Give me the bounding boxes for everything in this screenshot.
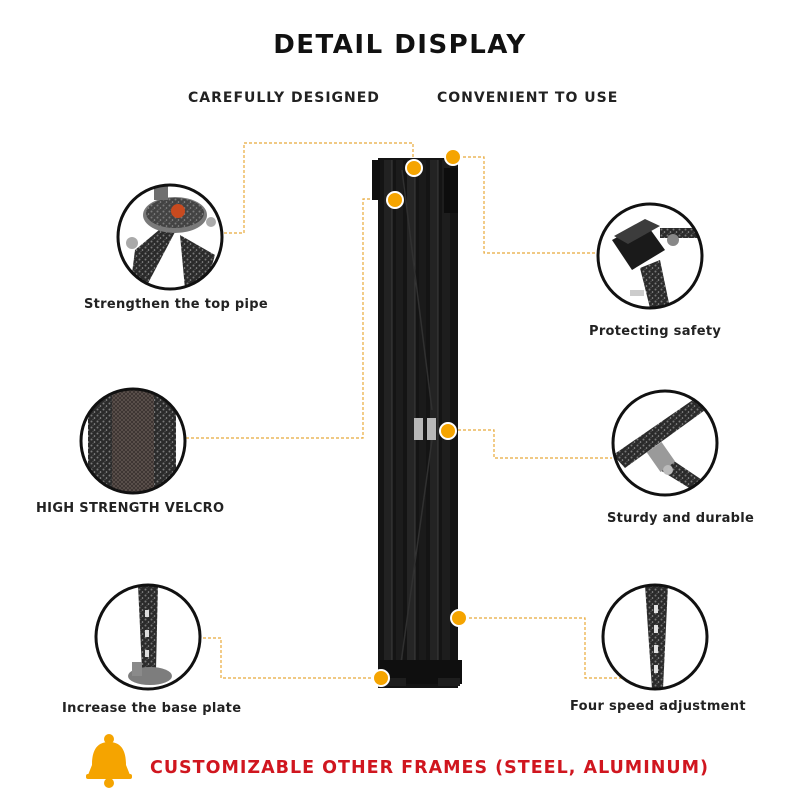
callout-dot: [450, 609, 468, 627]
subtitle-left: CAREFULLY DESIGNED: [188, 90, 380, 106]
leader-line-four-speed: [459, 617, 655, 679]
callout-dots: [372, 148, 468, 687]
caption-base-plate: Increase the base plate: [62, 701, 242, 716]
caption-velcro: HIGH STRENGTH VELCRO: [36, 501, 225, 516]
subtitle-right: CONVENIENT TO USE: [437, 90, 619, 106]
detail-image-velcro: [79, 387, 187, 495]
detail-image-four-speed: [601, 583, 709, 691]
callout-dot: [386, 191, 404, 209]
bell-icon: [86, 734, 132, 788]
caption-four-speed: Four speed adjustment: [570, 699, 746, 714]
callout-dot: [372, 669, 390, 687]
callout-dot: [444, 148, 462, 166]
footer-text: CUSTOMIZABLE OTHER FRAMES (STEEL, ALUMIN…: [150, 758, 710, 778]
leader-line-safety: [453, 156, 595, 254]
callout-dot: [439, 422, 457, 440]
callout-dot: [405, 159, 423, 177]
detail-image-base-plate: [94, 583, 202, 691]
detail-image-top-pipe: [116, 183, 224, 291]
leader-line-top-pipe: [224, 142, 414, 234]
leader-line-sturdy: [448, 429, 612, 459]
page-title: DETAIL DISPLAY: [273, 30, 527, 60]
leader-line-base-plate: [203, 637, 381, 679]
caption-top-pipe: Strengthen the top pipe: [84, 297, 269, 312]
detail-image-safety: [596, 202, 704, 310]
caption-safety: Protecting safety: [589, 324, 722, 339]
caption-sturdy: Sturdy and durable: [607, 511, 755, 526]
detail-image-sturdy: [611, 389, 719, 497]
